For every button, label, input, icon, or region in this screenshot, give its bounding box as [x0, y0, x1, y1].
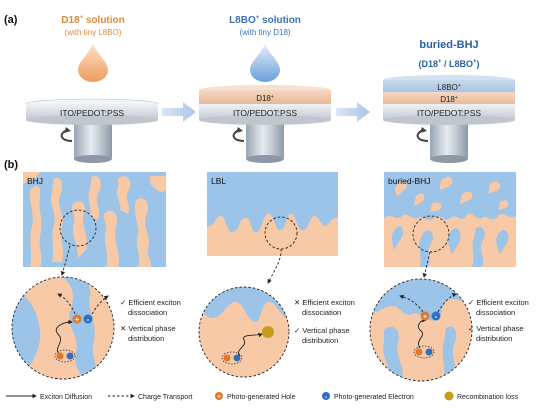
bhj-zoom-pointer [60, 245, 71, 276]
bhj-zoom-detail: + - [11, 276, 115, 380]
desc-line: distribution [476, 334, 512, 343]
lbl-label: LBL [211, 176, 226, 186]
step2-subtitle: (with tiny D18) [239, 28, 290, 37]
lbl-zoom-detail [198, 286, 290, 378]
legend-charge: Charge Transport [138, 394, 193, 401]
legend-electron: Photo-generated Electron [334, 394, 414, 401]
d18-layer-label-3: D18+ [440, 95, 458, 104]
panel-b-label: (b) [4, 159, 18, 171]
desc-line: ✓ Vertical phase [468, 324, 524, 333]
substrate-label-3: ITO/PEDOT:PSS [417, 108, 481, 118]
exciton-pair-marker [221, 351, 243, 365]
buried-bhj-zoom-detail: + - [369, 278, 473, 382]
lbl-zoom-pointer [267, 248, 282, 284]
exciton-path [417, 317, 427, 349]
svg-text:+: + [75, 317, 79, 324]
svg-text:-: - [87, 315, 90, 324]
legend: Exciton Diffusion Charge Transport + Pho… [6, 391, 519, 401]
morphology-buried-bhj: buried-BHJ [384, 172, 516, 267]
buried-bhj-label: buried-BHJ [388, 176, 431, 186]
spin-chuck-2 [246, 121, 284, 159]
desc-line: ✓ Efficient exciton [120, 298, 181, 307]
l8bo-layer-label-3: L8BO+ [437, 83, 460, 92]
bhj-zoom-circle [59, 209, 97, 247]
step2-title: L8BO+ solution [229, 15, 301, 26]
d18-droplet-icon [78, 44, 108, 82]
legend-hole-marker: + [215, 392, 223, 401]
bhj-label: BHJ [27, 176, 43, 186]
desc-line: ✓ Efficient exciton [468, 298, 529, 307]
svg-text:+: + [423, 314, 427, 321]
electron-marker: - [431, 311, 441, 321]
desc-line: ✓ Vertical phase [294, 326, 350, 335]
desc-line: distribution [128, 334, 164, 343]
substrate-label-2: ITO/PEDOT:PSS [233, 108, 297, 118]
panel-a-label: (a) [4, 14, 18, 26]
desc-line: dissociation [302, 308, 341, 317]
legend-electron-marker: - [322, 392, 330, 401]
legend-recomb: Recombination loss [457, 394, 519, 401]
l8bo-layer-3 [383, 80, 515, 92]
spin-chuck-3 [430, 121, 468, 159]
legend-exciton: Exciton Diffusion [40, 394, 92, 401]
desc-line: dissociation [128, 308, 167, 317]
desc-line: ✕ Vertical phase [120, 324, 176, 333]
process-arrow-1 [162, 102, 196, 122]
morphology-bhj: BHJ [23, 172, 166, 267]
exciton-pair-marker [54, 349, 76, 363]
device-step1: ITO/PEDOT:PSS [25, 98, 159, 163]
l8bo-droplet-icon [250, 44, 280, 82]
svg-text:-: - [325, 394, 328, 401]
electron-marker: - [83, 314, 93, 324]
exciton-pair-marker [413, 345, 435, 359]
process-arrow-2 [336, 102, 370, 122]
hole-transport-path [57, 293, 78, 319]
desc-line: ✕ Efficient exciton [294, 298, 355, 307]
desc-line: distribution [302, 336, 338, 345]
exciton-path [55, 319, 73, 356]
svg-text:+: + [217, 394, 221, 401]
device-step2: D18+ ITO/PEDOT:PSS [199, 85, 331, 163]
bhj-description: ✓ Efficient exciton dissociation ✕ Verti… [120, 298, 181, 343]
hole-marker: + [72, 314, 82, 324]
step1-title: D18+ solution [61, 15, 125, 26]
legend-hole: Photo-generated Hole [227, 394, 296, 401]
step1-subtitle: (with tiny L8BO) [65, 28, 122, 37]
legend-recomb-marker [444, 391, 454, 401]
d18-layer-2 [199, 90, 331, 104]
hole-transport-path [399, 294, 424, 313]
svg-text:-: - [435, 312, 438, 321]
lbl-description: ✕ Efficient exciton dissociation ✓ Verti… [294, 298, 355, 345]
d18-layer-label-2: D18+ [256, 94, 274, 103]
electron-transport-path [437, 293, 457, 313]
recombination-marker [262, 326, 274, 338]
exciton-path [238, 332, 263, 357]
buried-bhj-zoom-circle [412, 215, 450, 253]
hole-marker: + [420, 311, 430, 321]
spin-chuck-1 [74, 121, 112, 159]
step3-title: buried-BHJ [419, 39, 478, 51]
d18-layer-3 [383, 92, 515, 104]
device-step3: L8BO+ D18+ ITO/PEDOT:PSS [383, 75, 515, 163]
substrate-label-1: ITO/PEDOT:PSS [60, 108, 124, 118]
buried-bhj-description: ✓ Efficient exciton dissociation ✓ Verti… [468, 298, 529, 343]
morphology-lbl: LBL [207, 172, 338, 256]
desc-line: dissociation [476, 308, 515, 317]
step3-subtitle: (D18+ / L8BO+) [418, 59, 479, 69]
